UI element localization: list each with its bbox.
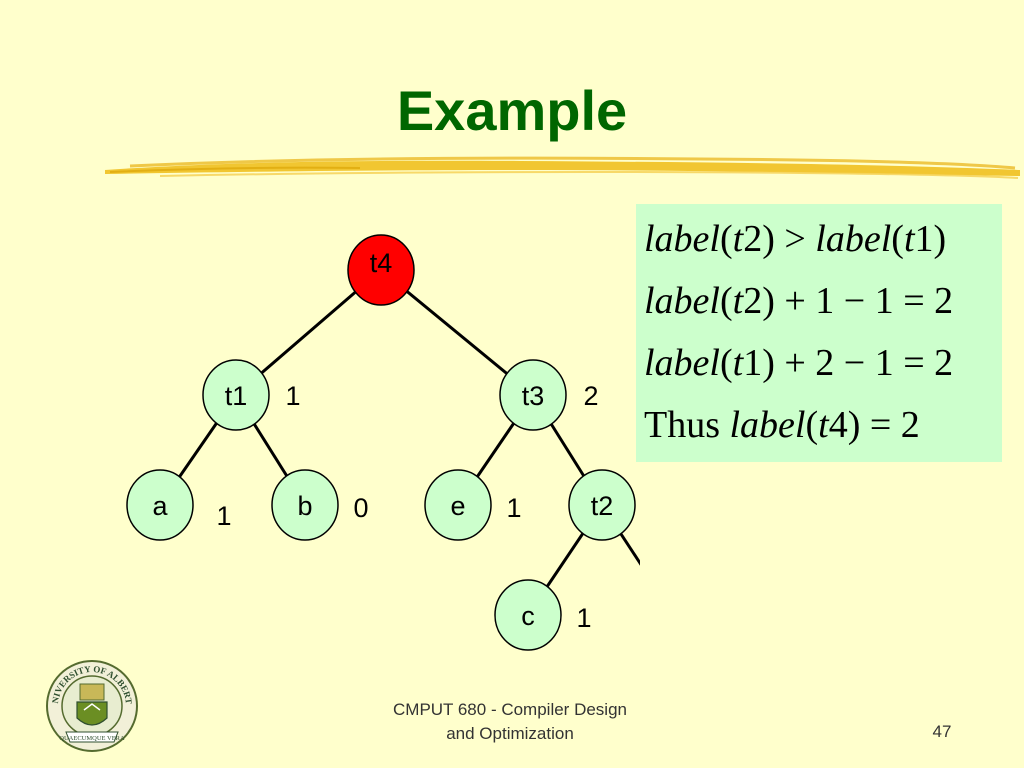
formula-box: label(t2) > label(t1) label(t2) + 1 − 1 … [636, 204, 1002, 462]
page-number: 47 [932, 722, 952, 741]
tree-node-label-e: e [450, 491, 465, 521]
tree-node-label-t3: t3 [522, 381, 545, 411]
university-seal-logo: UNIVERSITY OF ALBERTA QUAECUMQUE VERA [44, 658, 138, 752]
footer-line-1: CMPUT 680 - Compiler Design [393, 700, 627, 719]
formula-line-4: Thus label(t4) = 2 [644, 404, 920, 446]
formula-line-1: label(t2) > label(t1) [644, 218, 947, 260]
expression-tree: t4t1t3abet2cd 12101110 [126, 234, 640, 651]
tree-node-value-a: 1 [216, 501, 231, 531]
tree-node-t4 [347, 234, 415, 306]
tree-node-t3 [499, 359, 567, 431]
svg-text:QUAECUMQUE VERA: QUAECUMQUE VERA [59, 735, 125, 742]
formula-line-2: label(t2) + 1 − 1 = 2 [644, 280, 954, 322]
tree-node-a [126, 469, 194, 541]
tree-nodes: t4t1t3abet2cd [126, 234, 636, 651]
tree-node-label-t1: t1 [225, 381, 248, 411]
tree-node-c [494, 579, 562, 651]
tree-node-value-t3: 2 [583, 381, 598, 411]
slide-title: Example [396, 79, 628, 142]
tree-node-label-t2: t2 [591, 491, 614, 521]
footer-course: CMPUT 680 - Compiler Design and Optimiza… [340, 698, 680, 746]
tree-node-t2 [568, 469, 636, 541]
tree-node-value-b: 0 [353, 493, 368, 523]
tree-node-label-t4: t4 [370, 248, 393, 278]
formula-line-3: label(t1) + 2 − 1 = 2 [644, 342, 954, 384]
tree-node-value-c: 1 [576, 603, 591, 633]
tree-node-value-t1: 1 [285, 381, 300, 411]
tree-node-label-a: a [152, 491, 168, 521]
tree-edges [158, 268, 640, 616]
title-underline-brush [105, 156, 1020, 179]
tree-node-label-c: c [521, 601, 535, 631]
footer-line-2: and Optimization [446, 724, 574, 743]
tree-labels: 12101110 [216, 381, 598, 633]
tree-node-t1 [202, 359, 270, 431]
tree-node-e [424, 469, 492, 541]
tree-node-label-b: b [297, 491, 312, 521]
tree-node-value-e: 1 [506, 493, 521, 523]
tree-node-b [271, 469, 339, 541]
